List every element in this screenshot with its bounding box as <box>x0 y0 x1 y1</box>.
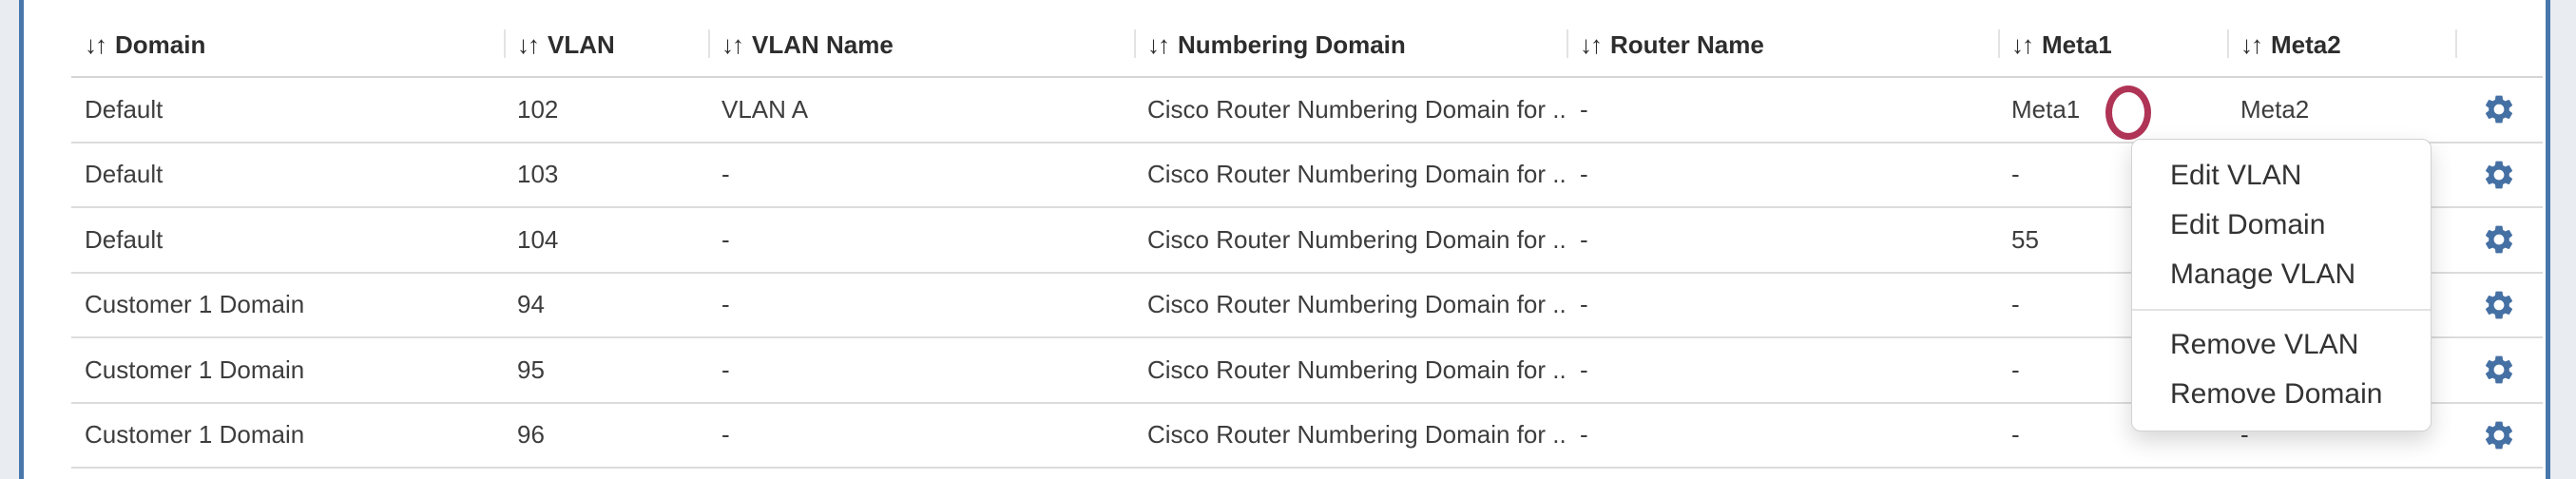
vlan-table: ↓↑ Domain ↓↑ VLAN ↓↑ VLAN Name ↓↑ Number… <box>71 0 2543 469</box>
cell-vlan-name: - <box>721 224 730 254</box>
table-row: Default 103 - Cisco Router Numbering Dom… <box>71 144 2543 208</box>
cell-domain: Customer 1 Domain <box>85 420 305 450</box>
menu-divider <box>2132 309 2431 311</box>
table-row: Default 102 VLAN A Cisco Router Numberin… <box>71 78 2543 144</box>
column-header-label: Router Name <box>1610 29 1764 59</box>
cell-vlan: 104 <box>517 224 559 254</box>
cell-meta1: - <box>2011 290 2020 319</box>
row-context-menu: Edit VLAN Edit Domain Manage VLAN Remove… <box>2131 139 2432 431</box>
cell-router-name: - <box>1580 94 1588 124</box>
sort-icon: ↓↑ <box>85 29 107 59</box>
sort-icon: ↓↑ <box>2240 29 2263 59</box>
menu-item-remove-domain[interactable]: Remove Domain <box>2170 378 2383 410</box>
cell-numbering-domain: Cisco Router Numbering Domain for ... <box>1147 94 1567 124</box>
row-actions-gear-button[interactable] <box>2478 414 2520 456</box>
column-header-label: Meta2 <box>2271 29 2341 59</box>
cell-numbering-domain: Cisco Router Numbering Domain for ... <box>1147 224 1567 254</box>
row-actions-gear-button[interactable] <box>2478 88 2520 130</box>
row-actions-gear-button[interactable] <box>2478 349 2520 391</box>
cell-domain: Customer 1 Domain <box>85 290 305 319</box>
cell-vlan: 103 <box>517 160 559 189</box>
cell-router-name: - <box>1580 420 1588 450</box>
cell-domain: Customer 1 Domain <box>85 354 305 384</box>
cell-meta1: Meta1 <box>2011 94 2081 124</box>
cell-router-name: - <box>1580 160 1588 189</box>
cell-meta1: - <box>2011 420 2020 450</box>
cell-vlan-name: VLAN A <box>721 94 809 124</box>
table-row: Customer 1 Domain 94 - Cisco Router Numb… <box>71 274 2543 338</box>
cell-meta1: - <box>2011 354 2020 384</box>
column-header-numbering-domain[interactable]: ↓↑ Numbering Domain <box>1134 0 1567 76</box>
column-header-actions <box>2455 0 2543 76</box>
cell-router-name: - <box>1580 290 1588 319</box>
gear-icon <box>2482 418 2516 452</box>
table-header-row: ↓↑ Domain ↓↑ VLAN ↓↑ VLAN Name ↓↑ Number… <box>71 0 2543 78</box>
cell-meta2: Meta2 <box>2240 94 2310 124</box>
cell-domain: Default <box>85 94 163 124</box>
table-row: Customer 1 Domain 95 - Cisco Router Numb… <box>71 338 2543 404</box>
cell-vlan-name: - <box>721 160 730 189</box>
cell-router-name: - <box>1580 354 1588 384</box>
cell-numbering-domain: Cisco Router Numbering Domain for ... <box>1147 290 1567 319</box>
row-actions-gear-button[interactable] <box>2478 284 2520 326</box>
menu-item-remove-vlan[interactable]: Remove VLAN <box>2170 329 2359 360</box>
table-row: Customer 1 Domain 96 - Cisco Router Numb… <box>71 404 2543 469</box>
cell-domain: Default <box>85 160 163 189</box>
column-header-label: VLAN <box>548 29 615 59</box>
sort-icon: ↓↑ <box>2011 29 2034 59</box>
sort-icon: ↓↑ <box>1580 29 1603 59</box>
table-row: Default 104 - Cisco Router Numbering Dom… <box>71 208 2543 274</box>
column-header-domain[interactable]: ↓↑ Domain <box>71 0 504 76</box>
column-header-label: Numbering Domain <box>1178 29 1406 59</box>
cell-vlan-name: - <box>721 420 730 450</box>
column-header-meta1[interactable]: ↓↑ Meta1 <box>1998 0 2227 76</box>
column-header-label: Domain <box>115 29 206 59</box>
cell-numbering-domain: Cisco Router Numbering Domain for ... <box>1147 420 1567 450</box>
column-header-vlan-name[interactable]: ↓↑ VLAN Name <box>708 0 1134 76</box>
column-header-vlan[interactable]: ↓↑ VLAN <box>504 0 708 76</box>
cell-vlan: 95 <box>517 354 545 384</box>
column-header-label: VLAN Name <box>752 29 894 59</box>
column-header-meta2[interactable]: ↓↑ Meta2 <box>2227 0 2455 76</box>
row-actions-gear-button[interactable] <box>2478 154 2520 196</box>
cell-meta1: 55 <box>2011 224 2039 254</box>
cell-numbering-domain: Cisco Router Numbering Domain for ... <box>1147 354 1567 384</box>
menu-item-edit-vlan[interactable]: Edit VLAN <box>2170 160 2302 191</box>
gear-icon <box>2482 353 2516 387</box>
table-body: Default 102 VLAN A Cisco Router Numberin… <box>71 78 2543 469</box>
cell-vlan: 102 <box>517 94 559 124</box>
menu-item-edit-domain[interactable]: Edit Domain <box>2170 209 2326 240</box>
cell-numbering-domain: Cisco Router Numbering Domain for ... <box>1147 160 1567 189</box>
column-header-label: Meta1 <box>2042 29 2112 59</box>
cell-vlan-name: - <box>721 290 730 319</box>
sort-icon: ↓↑ <box>721 29 744 59</box>
gear-icon <box>2482 158 2516 192</box>
cell-router-name: - <box>1580 224 1588 254</box>
vlan-table-panel: ↓↑ Domain ↓↑ VLAN ↓↑ VLAN Name ↓↑ Number… <box>19 0 2550 479</box>
gear-icon <box>2482 288 2516 322</box>
sort-icon: ↓↑ <box>517 29 540 59</box>
cell-vlan: 94 <box>517 290 545 319</box>
row-actions-gear-button[interactable] <box>2478 219 2520 260</box>
sort-icon: ↓↑ <box>1147 29 1170 59</box>
column-header-router-name[interactable]: ↓↑ Router Name <box>1567 0 1998 76</box>
cell-vlan: 96 <box>517 420 545 450</box>
cell-meta2: - <box>2240 420 2249 450</box>
cell-domain: Default <box>85 224 163 254</box>
cell-meta1: - <box>2011 160 2020 189</box>
menu-item-manage-vlan[interactable]: Manage VLAN <box>2170 259 2356 290</box>
gear-icon <box>2482 222 2516 257</box>
gear-icon <box>2482 92 2516 126</box>
cell-vlan-name: - <box>721 354 730 384</box>
